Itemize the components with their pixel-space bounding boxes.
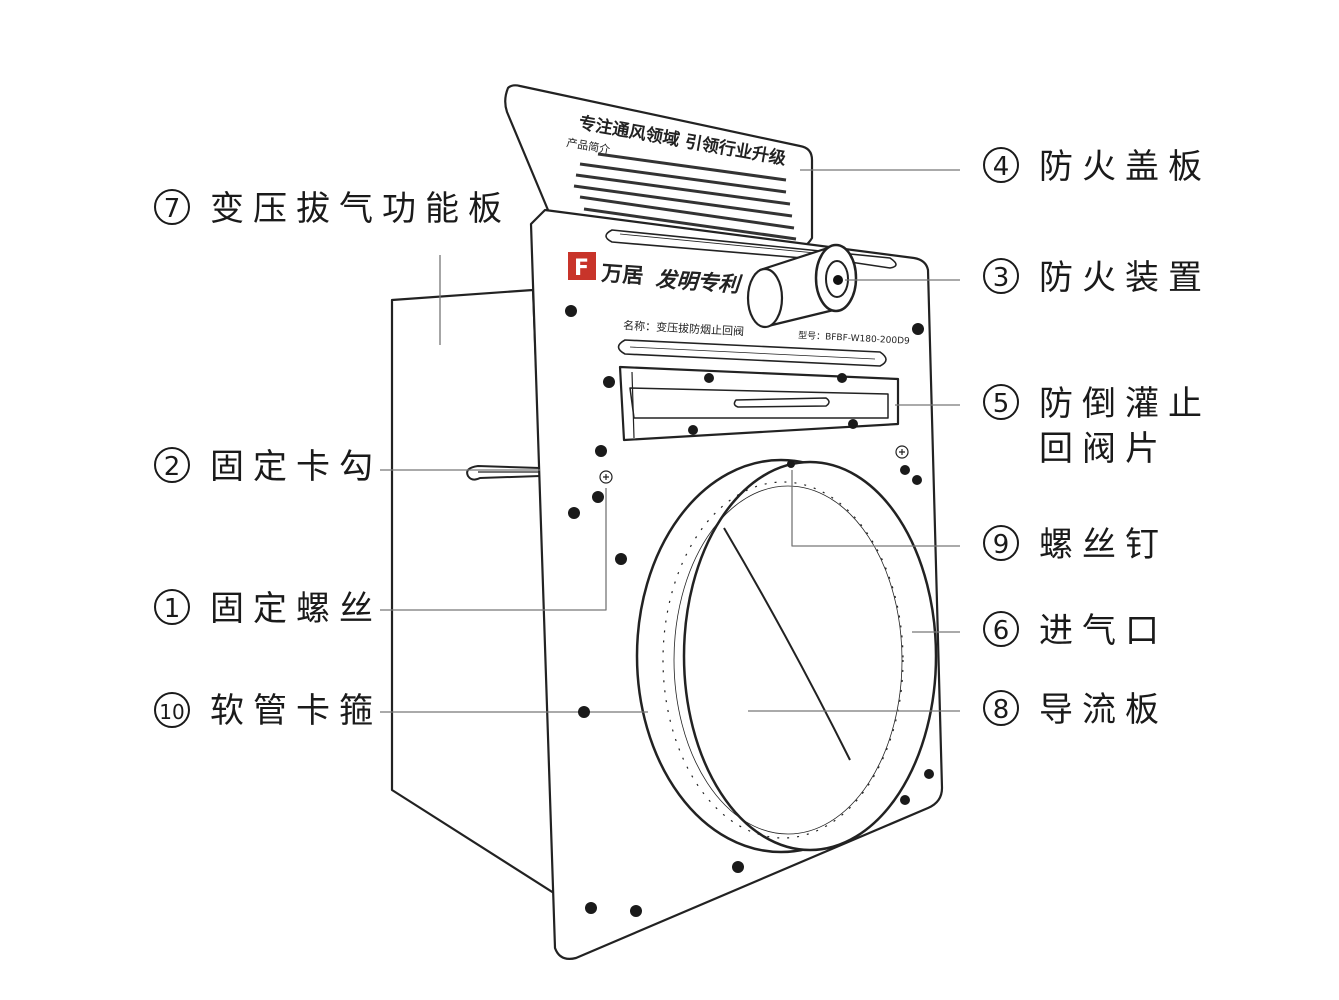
callout-number-3: 3 xyxy=(983,258,1019,294)
label-pressure-panel: 7 变压拔气功能板 xyxy=(154,188,511,231)
lower-slot xyxy=(617,339,887,367)
screw-hole xyxy=(568,507,580,519)
product-name-line: 名称：变压拔防烟止回阀 xyxy=(623,318,745,338)
screw-hole xyxy=(578,706,590,718)
label-fixing-hook: 2 固定卡勾 xyxy=(154,446,382,489)
label-fire-device: 3 防火装置 xyxy=(983,257,1211,300)
screw-hole xyxy=(924,769,934,779)
label-text-9: 螺丝钉 xyxy=(1039,525,1168,565)
label-text-5b: 回阀片 xyxy=(1039,429,1168,469)
callout-number-10: 10 xyxy=(154,692,190,728)
label-screw-nail: 9 螺丝钉 xyxy=(983,524,1168,567)
screw-hole xyxy=(848,419,858,429)
callout-number-7: 7 xyxy=(154,189,190,225)
screw-hole xyxy=(787,460,795,468)
callout-number-9: 9 xyxy=(983,525,1019,561)
brand-logo-icon xyxy=(568,252,596,280)
guide-plate xyxy=(723,527,851,761)
callout-number-2: 2 xyxy=(154,447,190,483)
screw-hole xyxy=(912,323,924,335)
rear-box-body xyxy=(390,288,559,897)
screw-hole xyxy=(595,445,607,457)
callout-number-4: 4 xyxy=(983,147,1019,183)
callout-number-8: 8 xyxy=(983,690,1019,726)
screw-hole xyxy=(732,861,744,873)
label-text-7: 变压拔气功能板 xyxy=(210,189,511,229)
cover-text-lines xyxy=(573,152,797,241)
screw-holes xyxy=(565,305,934,917)
screw-hole xyxy=(704,373,714,383)
callout-number-5: 5 xyxy=(983,384,1019,420)
screw-hole xyxy=(900,795,910,805)
screw-hole xyxy=(615,553,627,565)
label-fixing-screw: 1 固定螺丝 xyxy=(154,588,382,631)
label-text-10: 软管卡箍 xyxy=(210,691,382,731)
screw-hole xyxy=(688,425,698,435)
screw-hole xyxy=(837,373,847,383)
label-text-5: 防倒灌止 xyxy=(1039,384,1211,424)
fire-device-cylinder xyxy=(746,243,858,329)
leader-lines xyxy=(380,169,960,713)
callout-number-6: 6 xyxy=(983,611,1019,647)
backflow-plate xyxy=(618,365,900,442)
screw-hole xyxy=(603,376,615,388)
screw-hole xyxy=(592,491,604,503)
fixing-hook xyxy=(466,465,541,481)
inlet-duct-ring xyxy=(635,458,938,854)
label-text-8: 导流板 xyxy=(1039,690,1168,730)
label-guide-plate: 8 导流板 xyxy=(983,689,1168,732)
label-fire-cover: 4 防火盖板 xyxy=(983,146,1211,189)
label-text-6: 进气口 xyxy=(1039,611,1168,651)
screw-hole xyxy=(900,465,910,475)
label-hose-clamp: 10 软管卡箍 xyxy=(154,690,382,733)
label-text-2: 固定卡勾 xyxy=(210,447,382,487)
upper-slot xyxy=(605,229,897,269)
label-air-inlet: 6 进气口 xyxy=(983,610,1168,653)
brand-name: 万居 xyxy=(600,261,645,288)
label-text-4: 防火盖板 xyxy=(1039,147,1211,187)
screw-hole xyxy=(630,905,642,917)
label-backflow-valve-line2: 回阀片 xyxy=(1039,428,1168,471)
callout-number-1: 1 xyxy=(154,589,190,625)
screw-hole xyxy=(912,475,922,485)
label-backflow-valve: 5 防倒灌止 xyxy=(983,383,1211,426)
label-text-3: 防火装置 xyxy=(1039,258,1211,298)
fixing-screws xyxy=(599,445,909,484)
label-text-1: 固定螺丝 xyxy=(210,589,382,629)
svg-text:F: F xyxy=(574,256,589,281)
screw-hole xyxy=(585,902,597,914)
screw-hole xyxy=(565,305,577,317)
